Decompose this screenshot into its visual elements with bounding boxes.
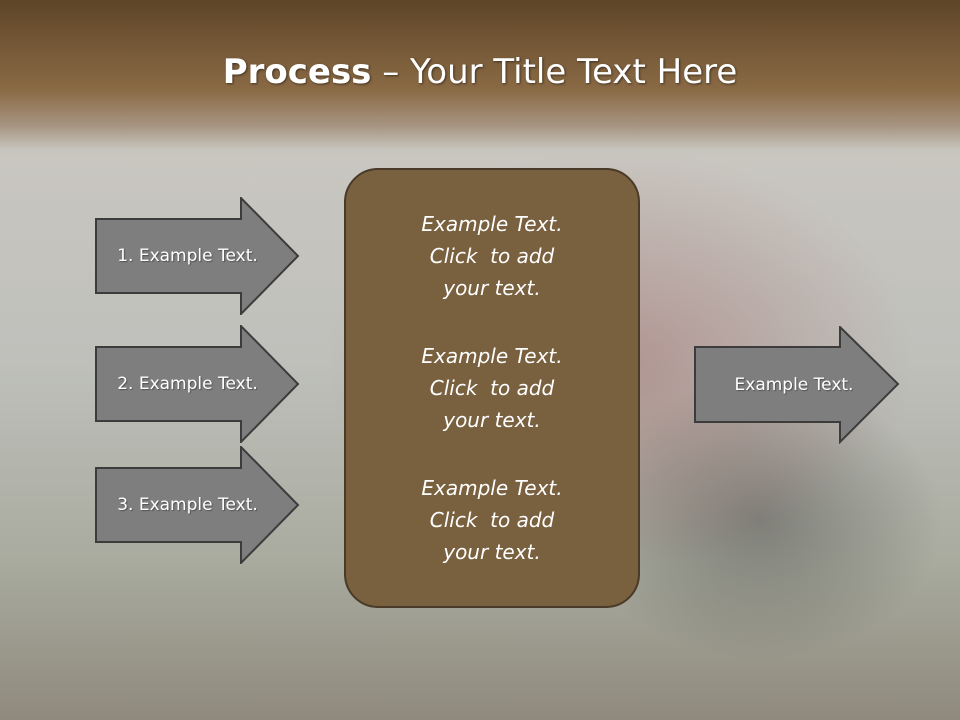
arrow-shape — [95, 446, 300, 564]
arrow-shape — [95, 325, 300, 443]
center-paragraph-1: Example Text. Click to add your text. — [421, 212, 563, 300]
arrow-shape — [95, 197, 300, 315]
step-arrow-1[interactable]: 1. Example Text. — [95, 197, 300, 315]
center-paragraph-2: Example Text. Click to add your text. — [421, 344, 563, 432]
slide-title-bold: Process — [222, 52, 372, 92]
result-arrow-label: Example Text. — [734, 375, 854, 395]
arrow-shape — [694, 326, 900, 444]
step-arrow-label: 2. Example Text. — [117, 374, 258, 394]
step-arrow-2[interactable]: 2. Example Text. — [95, 325, 300, 443]
center-paragraph-3: Example Text. Click to add your text. — [421, 476, 563, 564]
slide-title-rest: – Your Title Text Here — [371, 52, 738, 92]
slide-title[interactable]: Process – Your Title Text Here — [0, 52, 960, 92]
step-arrow-label: 3. Example Text. — [117, 495, 258, 515]
step-arrow-label: 1. Example Text. — [117, 246, 258, 266]
result-arrow[interactable]: Example Text. — [694, 326, 900, 444]
center-text-box[interactable]: Example Text. Click to add your text. Ex… — [344, 168, 640, 608]
step-arrow-3[interactable]: 3. Example Text. — [95, 446, 300, 564]
title-band — [0, 0, 960, 150]
